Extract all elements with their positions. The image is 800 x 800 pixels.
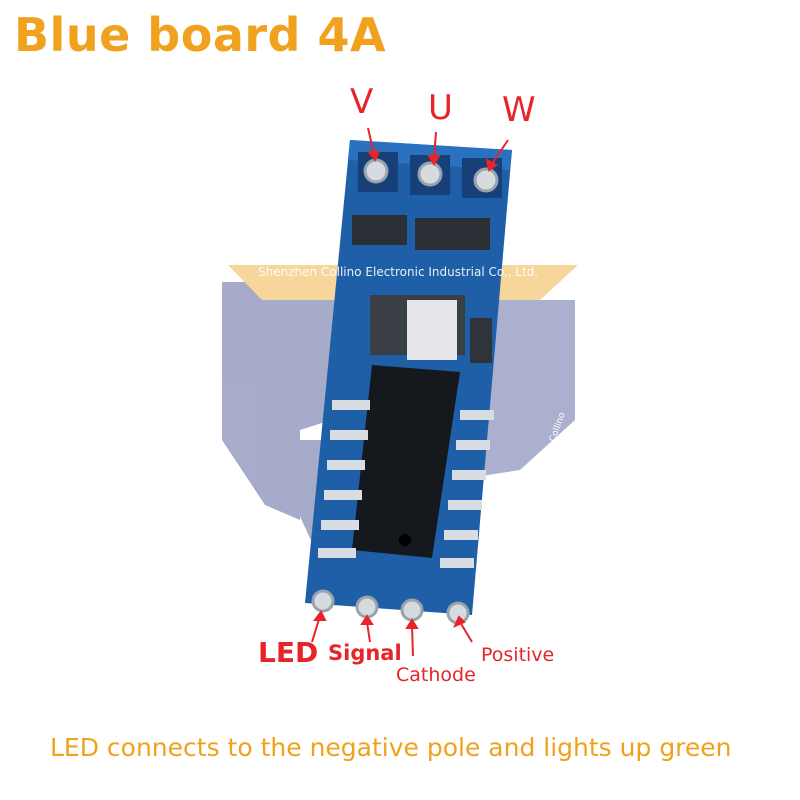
caption-text: LED connects to the negative pole and li…: [50, 733, 732, 762]
pin-label-led: LED: [258, 636, 319, 669]
pin-label-w: W: [502, 90, 536, 130]
circuit-board: [305, 140, 512, 625]
pin-label-cathode: Cathode: [396, 664, 476, 686]
pin-label-signal: Signal: [328, 641, 402, 665]
pin-label-u: U: [428, 88, 453, 128]
page-title: Blue board 4A: [14, 8, 387, 62]
pin-label-v: V: [350, 82, 374, 122]
pin-label-positive: Positive: [481, 644, 555, 666]
watermark-company-text: Shenzhen Collino Electronic Industrial C…: [258, 265, 539, 279]
pin-arrows: [311, 127, 509, 657]
